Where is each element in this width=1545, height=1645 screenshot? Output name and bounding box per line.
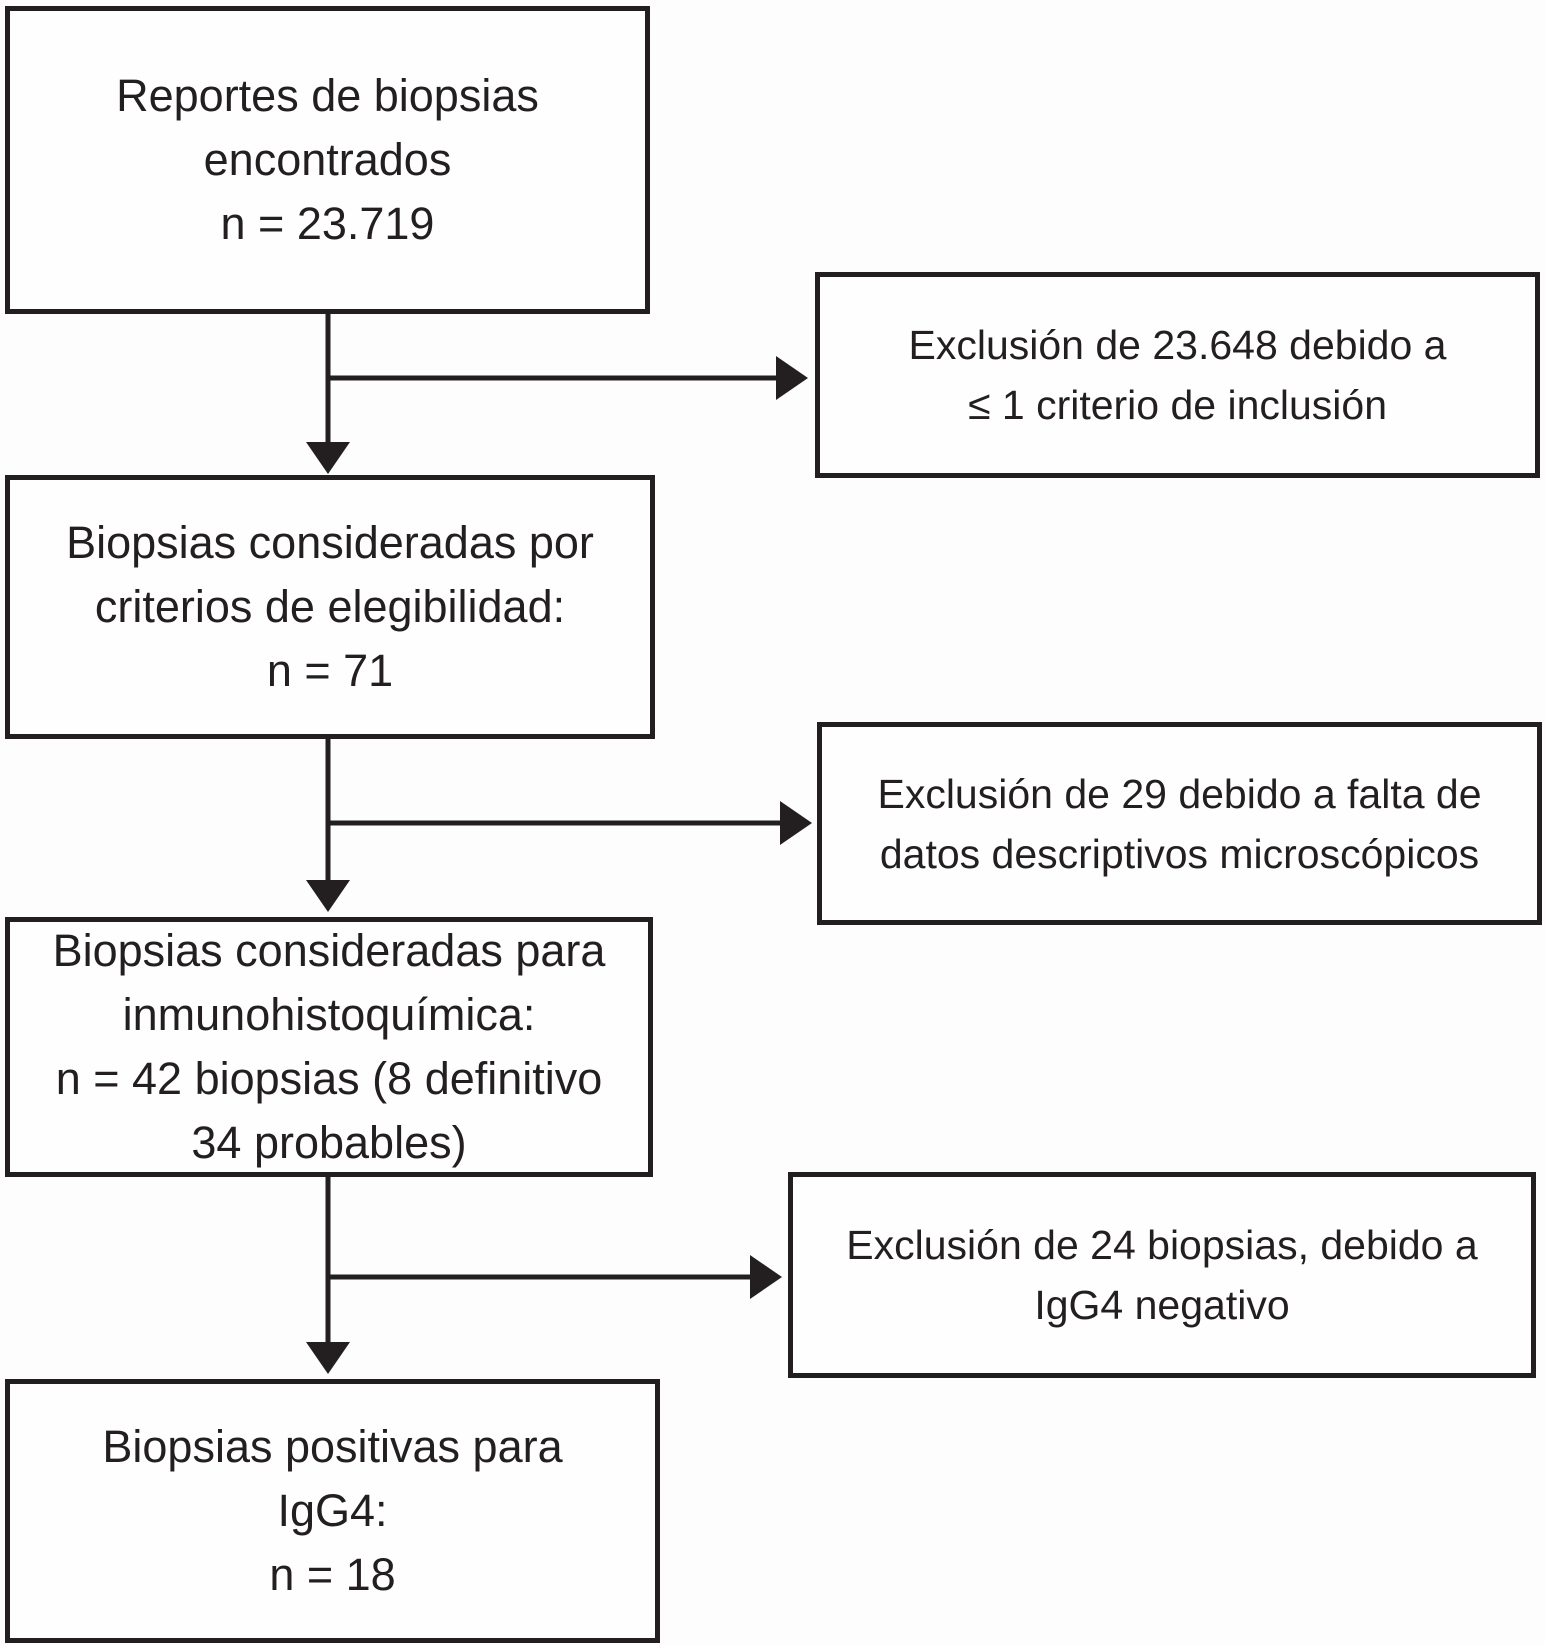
- arrowhead-right-icon: [750, 1255, 782, 1299]
- arrow-l2-to-exclusion-2: [328, 801, 812, 845]
- arrow-l3-to-l4: [306, 1177, 350, 1374]
- arrowhead-down-icon: [306, 1342, 350, 1374]
- box-biopsy-reports-found: Reportes de biopsias encontrados n = 23.…: [5, 6, 650, 314]
- arrowhead-right-icon: [780, 801, 812, 845]
- box-biopsies-igg4-positive-text: Biopsias positivas para IgG4: n = 18: [102, 1421, 563, 1600]
- box-exclusion-igg4-negative-text: Exclusión de 24 biopsias, debido a IgG4 …: [846, 1222, 1478, 1328]
- arrow-l3-to-exclusion-3: [328, 1255, 782, 1299]
- arrowhead-down-icon: [306, 880, 350, 912]
- box-exclusion-inclusion-criteria-text: Exclusión de 23.648 debido a ≤ 1 criteri…: [908, 322, 1447, 428]
- arrow-l1-to-exclusion-1: [328, 356, 808, 400]
- arrowhead-down-icon: [306, 442, 350, 474]
- box-biopsies-eligibility-text: Biopsias consideradas por criterios de e…: [66, 517, 594, 696]
- box-exclusion-inclusion-criteria: Exclusión de 23.648 debido a ≤ 1 criteri…: [815, 272, 1540, 478]
- box-exclusion-missing-microscopic-data: Exclusión de 29 debido a falta de datos …: [817, 722, 1542, 925]
- box-biopsies-immunohistochemistry: Biopsias consideradas para inmunohistoqu…: [5, 917, 653, 1177]
- box-biopsies-igg4-positive: Biopsias positivas para IgG4: n = 18: [5, 1379, 660, 1643]
- box-biopsies-eligibility: Biopsias consideradas por criterios de e…: [5, 475, 655, 739]
- arrow-l2-to-l3: [306, 739, 350, 912]
- box-exclusion-missing-microscopic-data-text: Exclusión de 29 debido a falta de datos …: [877, 770, 1482, 877]
- box-biopsy-reports-found-text: Reportes de biopsias encontrados n = 23.…: [116, 70, 539, 249]
- box-exclusion-igg4-negative: Exclusión de 24 biopsias, debido a IgG4 …: [788, 1172, 1536, 1378]
- arrowhead-right-icon: [776, 356, 808, 400]
- arrow-l1-to-l2: [306, 314, 350, 474]
- box-biopsies-immunohistochemistry-text: Biopsias consideradas para inmunohistoqu…: [52, 925, 606, 1168]
